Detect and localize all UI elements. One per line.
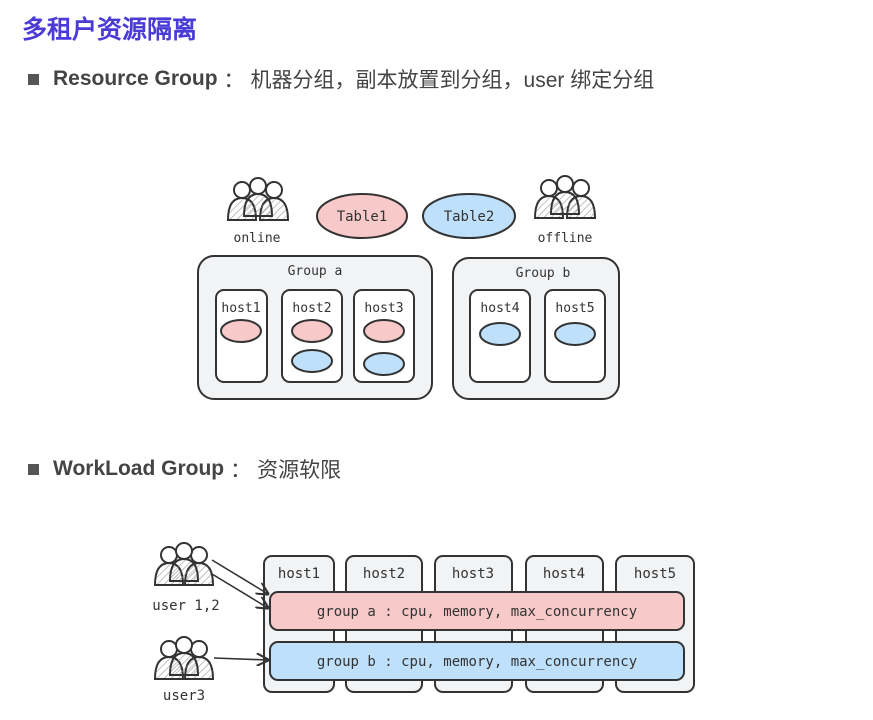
page-title: 多租户资源隔离 — [22, 15, 198, 44]
wl-host3-label: host3 — [452, 566, 494, 582]
group-a-label: Group a — [288, 264, 343, 279]
bullet-heading: WorkLoad Group — [53, 457, 225, 480]
replica-blue — [479, 322, 521, 346]
wl-host2-label: host2 — [363, 566, 405, 582]
group-b-bar-label: group b : cpu, memory, max_concurrency — [317, 654, 637, 670]
user3-icon — [154, 636, 214, 680]
table2-label: Table2 — [444, 209, 495, 225]
table1-label: Table1 — [337, 209, 388, 225]
group-b-label: Group b — [516, 266, 571, 281]
bullet-text: 资源软限 — [257, 459, 342, 482]
replica-blue — [363, 352, 405, 376]
table2-ellipse — [422, 193, 516, 239]
user12-label: user 1,2 — [152, 598, 219, 614]
group-a-bar-label: group a : cpu, memory, max_concurrency — [317, 604, 637, 620]
group-a-bar — [269, 591, 685, 631]
offline-users-icon — [534, 175, 596, 219]
replica-pink — [291, 319, 333, 343]
bullet-separator: ： — [230, 459, 252, 482]
replica-blue — [291, 349, 333, 373]
replica-blue — [554, 322, 596, 346]
bullet-separator: ： — [223, 69, 245, 92]
wl-host1-label: host1 — [278, 566, 320, 582]
group-a-host2-label: host2 — [292, 301, 331, 316]
replica-pink — [363, 319, 405, 343]
offline-label: offline — [538, 231, 593, 246]
online-users-icon — [227, 177, 289, 221]
group-b-host5-label: host5 — [555, 301, 594, 316]
bullet-square-icon — [28, 73, 39, 85]
group-a-host3-label: host3 — [364, 301, 403, 316]
replica-pink — [220, 319, 262, 343]
group-b-bar — [269, 641, 685, 681]
wl-host5-label: host5 — [634, 566, 676, 582]
arrow-user3 — [213, 658, 268, 660]
wl-host4-label: host4 — [543, 566, 585, 582]
bullet-workload-group: WorkLoad Group ： 资源软限 — [28, 454, 341, 484]
arrow-user12-upper — [211, 559, 268, 594]
bullet-heading: Resource Group — [53, 67, 218, 90]
bullet-text: 机器分组，副本放置到分组，user 绑定分组 — [250, 69, 655, 92]
table1-ellipse — [316, 193, 408, 239]
group-a-host1-label: host1 — [221, 301, 260, 316]
user3-label: user3 — [163, 688, 205, 704]
arrow-user12-lower — [211, 573, 268, 608]
online-label: online — [234, 231, 281, 246]
bullet-square-icon — [28, 463, 39, 475]
group-b-host4-label: host4 — [480, 301, 519, 316]
user12-icon — [154, 542, 214, 586]
bullet-resource-group: Resource Group ： 机器分组，副本放置到分组，user 绑定分组 — [28, 64, 654, 94]
